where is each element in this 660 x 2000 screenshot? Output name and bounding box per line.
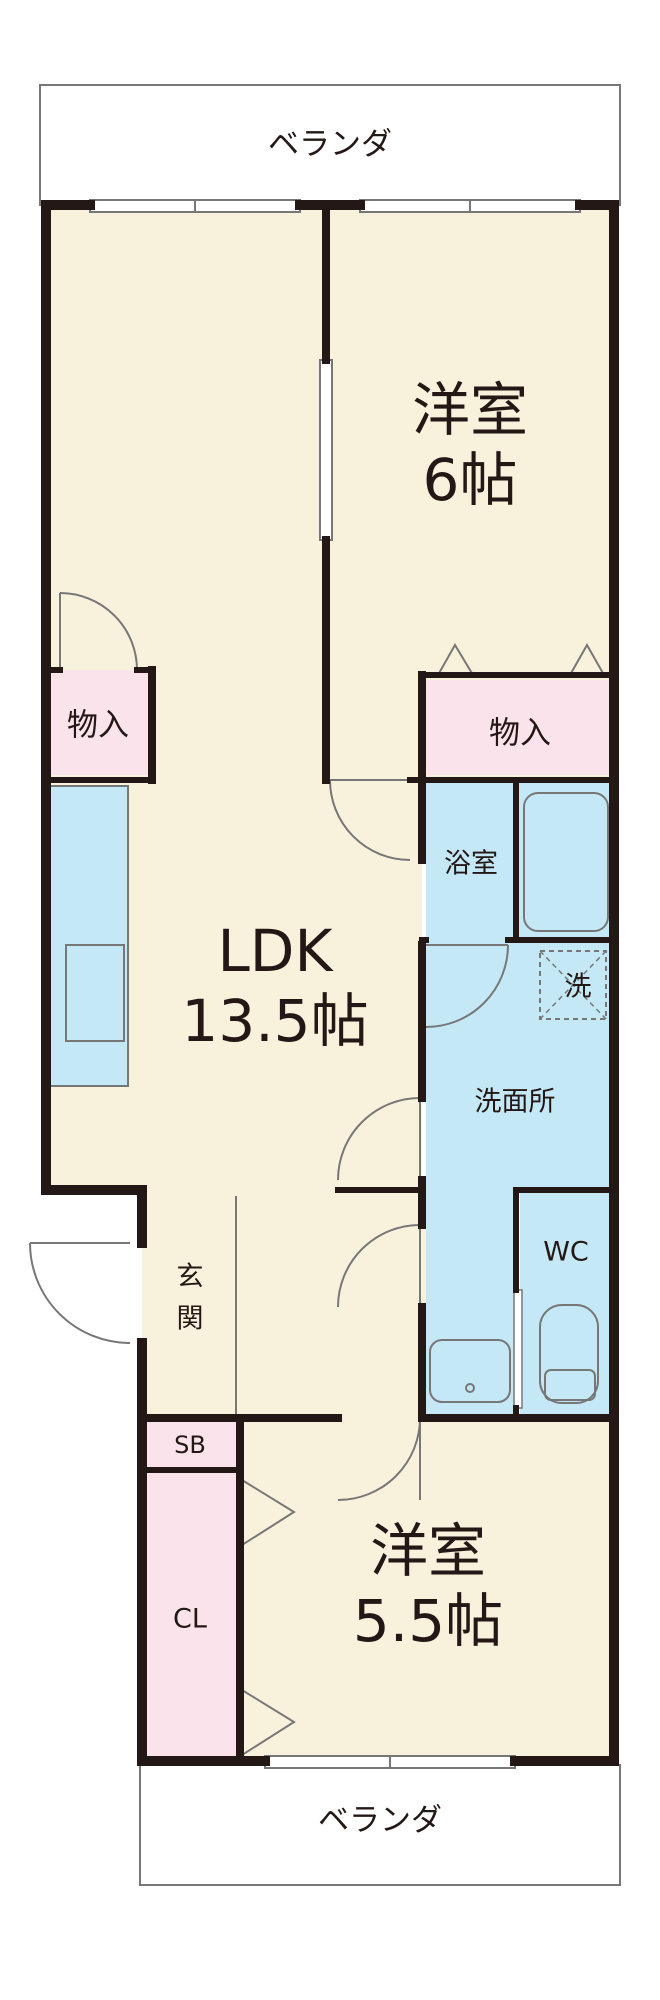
washroom-label: 洗面所 — [475, 1087, 556, 1118]
balcony-top-outline — [39, 84, 621, 206]
shoe-box-floor — [142, 1418, 236, 1468]
vanity-drain — [465, 1383, 475, 1393]
bathtub — [523, 792, 609, 932]
washer-pan-diagonal-b — [539, 950, 607, 1020]
sliding-door-ldk-room6 — [319, 359, 333, 541]
toilet-tank — [544, 1369, 596, 1401]
toilet-sliding-door — [513, 1289, 523, 1409]
storage-left-floor — [46, 670, 150, 775]
doors — [29, 592, 605, 1756]
toilet-label: WC — [543, 1237, 589, 1268]
western-room-6-name: 洋室 — [412, 376, 528, 444]
kitchen-sink — [65, 944, 125, 1042]
western-room-55-size: 5.5帖 — [353, 1587, 503, 1655]
ldk-size: 13.5帖 — [181, 987, 368, 1055]
entrance-label-2: 関 — [177, 1304, 204, 1335]
bathroom-label: 浴室 — [444, 849, 498, 880]
vanity-sink — [429, 1339, 511, 1403]
balcony-top-label: ベランダ — [268, 127, 392, 163]
storage-left-label: 物入 — [67, 708, 129, 744]
washer-label: 洗 — [565, 972, 592, 1003]
toilet-bowl — [539, 1304, 599, 1404]
window-mullions — [194, 200, 471, 1768]
storage-right-label: 物入 — [489, 716, 551, 752]
western-room-6-size: 6帖 — [423, 446, 518, 514]
entrance-label-1: 玄 — [177, 1262, 204, 1293]
bathroom-floor — [426, 780, 516, 940]
closet-label: CL — [173, 1604, 207, 1635]
western-room-55-name: 洋室 — [370, 1517, 486, 1585]
balcony-bottom-label: ベランダ — [318, 1803, 442, 1839]
balcony-bottom-outline — [139, 1764, 621, 1886]
western-room-55-floor — [240, 1418, 614, 1761]
shoe-box-label: SB — [174, 1431, 206, 1459]
entrance-floor — [142, 1190, 426, 1418]
storage-right-floor — [426, 680, 614, 775]
walls — [41, 200, 619, 1766]
ldk-name: LDK — [217, 917, 334, 985]
closet-floor — [142, 1472, 236, 1761]
